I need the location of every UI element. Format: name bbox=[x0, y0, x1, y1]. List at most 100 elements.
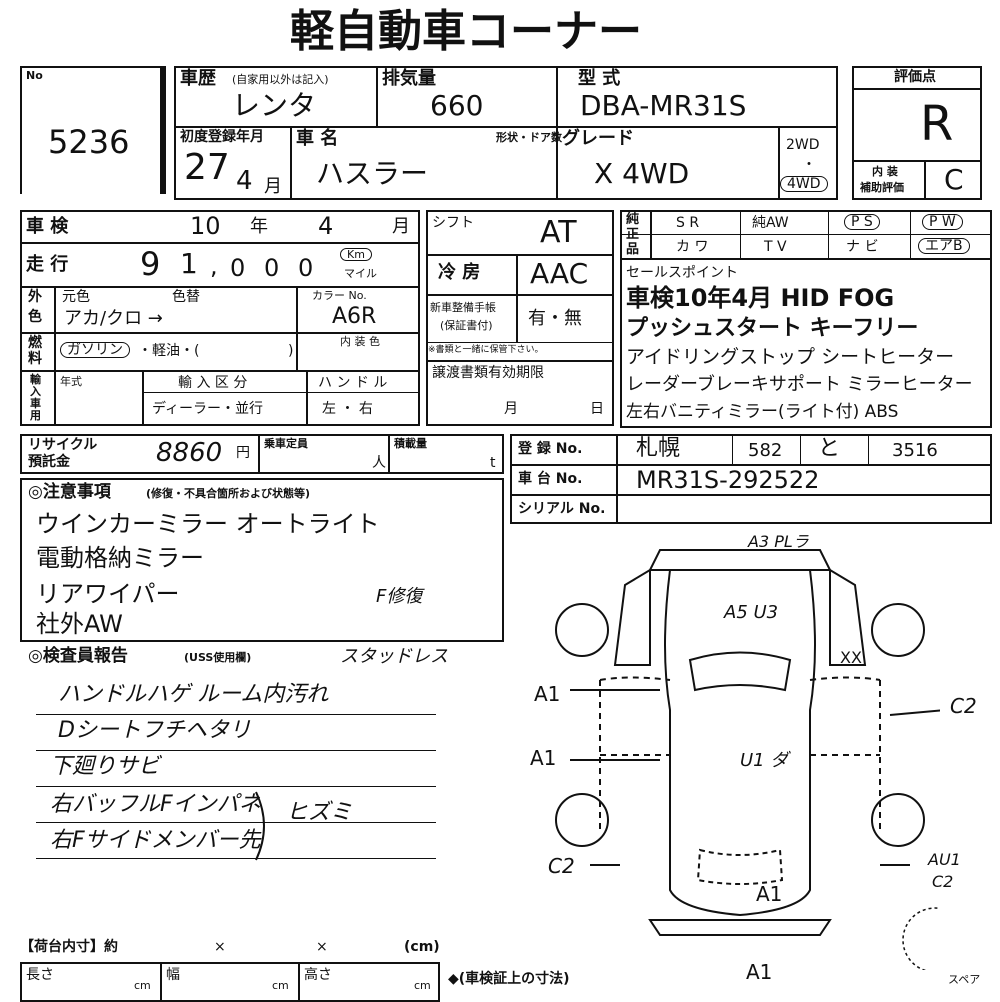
options-label: 純正品 bbox=[626, 212, 640, 257]
recycle-unit: 円 bbox=[236, 445, 250, 461]
import-div-value: ディーラー・並行 bbox=[152, 401, 264, 417]
note-line-3: リアワイパー bbox=[36, 580, 180, 608]
recycle-box bbox=[20, 434, 504, 474]
rating-label: 評価点 bbox=[894, 69, 936, 85]
transfer-day: 日 bbox=[590, 401, 604, 417]
header-grid bbox=[174, 66, 838, 200]
inspector-line-5: 右Fサイドメンバー先 bbox=[50, 828, 261, 853]
transfer-label: 譲渡書類有効期限 bbox=[432, 365, 544, 381]
notes-label: ◎注意事項 bbox=[28, 482, 111, 502]
registration-kana: と bbox=[818, 436, 841, 461]
mileage-unit-mile: マイル bbox=[344, 267, 377, 280]
fuel-label2: 料 bbox=[28, 351, 42, 367]
service-book-value: 有・無 bbox=[528, 308, 582, 329]
import-label1: 輸 bbox=[30, 373, 41, 386]
shift-label: シフト bbox=[432, 215, 474, 231]
rating-box bbox=[852, 66, 982, 200]
diagram-xx: XX bbox=[840, 648, 862, 667]
displacement-value: 660 bbox=[430, 89, 484, 122]
note-line-1: ウインカーミラー オートライト bbox=[36, 510, 380, 538]
cargo-note: ◆(車検証上の寸法) bbox=[448, 971, 570, 987]
inspector-line-1: ハンドルハゲ ルーム内汚れ bbox=[58, 682, 329, 707]
shaken-label: 車 検 bbox=[26, 216, 69, 237]
cargo-height-unit: cm bbox=[414, 979, 431, 992]
interior-label1: 内 装 bbox=[872, 165, 898, 178]
registration-class: 582 bbox=[748, 440, 783, 461]
option-tv: T V bbox=[764, 239, 787, 255]
first-reg-year: 27 bbox=[184, 147, 230, 188]
service-book-note: ※書類と一緒に保管下さい。 bbox=[428, 345, 544, 355]
cargo-height-label: 高さ bbox=[304, 967, 332, 983]
handle-value: 左 ・ 右 bbox=[322, 401, 373, 417]
displacement-label: 排気量 bbox=[382, 68, 436, 89]
service-book-label1: 新車整備手帳 bbox=[430, 301, 496, 314]
inspector-line-2: Dシートフチヘタリ bbox=[58, 718, 251, 743]
capacity-label: 乗車定員 bbox=[264, 437, 308, 450]
sales-point-2: プッシュスタート キーフリー bbox=[626, 316, 919, 341]
recycle-label2: 預託金 bbox=[28, 454, 70, 470]
drive-4wd: 4WD bbox=[780, 176, 828, 192]
recycle-value: 8860 bbox=[156, 438, 223, 468]
interior-value: C bbox=[944, 163, 964, 196]
mileage-digit-2: 1 bbox=[180, 247, 198, 280]
lot-box bbox=[20, 66, 166, 194]
first-reg-label: 初度登録年月 bbox=[180, 129, 264, 145]
serial-label: シリアル No. bbox=[518, 501, 606, 517]
load-label: 積載量 bbox=[394, 437, 427, 450]
interior-label2: 補助評価 bbox=[860, 181, 904, 194]
sales-points-label: セールスポイント bbox=[626, 265, 738, 281]
shaken-year-unit: 年 bbox=[250, 216, 268, 237]
option-leather: カ ワ bbox=[676, 239, 709, 255]
model-value: DBA-MR31S bbox=[580, 89, 747, 122]
mileage-digit-1: 9 bbox=[140, 245, 161, 283]
fuel-gasoline: ガソリン bbox=[60, 342, 130, 358]
registration-number: 3516 bbox=[892, 440, 938, 461]
interior-color-label: 内 装 色 bbox=[340, 335, 380, 348]
import-div-label: 輸 入 区 分 bbox=[178, 375, 248, 391]
diagram-left-3: C2 bbox=[548, 854, 575, 878]
diagram-left-2: A1 bbox=[530, 746, 557, 770]
color-change-label: 色替 bbox=[172, 289, 200, 305]
inspector-label: ◎検査員報告 bbox=[28, 646, 128, 666]
registration-grid bbox=[510, 434, 992, 524]
rating-value: R bbox=[920, 96, 954, 152]
color-code-label: カラー No. bbox=[312, 289, 367, 302]
registration-region: 札幌 bbox=[636, 436, 681, 461]
diagram-right-2b: C2 bbox=[932, 872, 954, 891]
color-code-value: A6R bbox=[332, 304, 377, 329]
option-navi: ナ ビ bbox=[846, 239, 879, 255]
grade-value: X 4WD bbox=[594, 157, 690, 190]
diagram-roof: A5 U3 bbox=[724, 602, 779, 623]
cargo-x2: × bbox=[316, 939, 328, 955]
car-name-value: ハスラー bbox=[316, 157, 429, 190]
middle-grid bbox=[426, 210, 614, 426]
ac-value: AAC bbox=[530, 257, 589, 290]
inspector-line-3: 下廻りサビ bbox=[50, 754, 161, 779]
note-line-4: 社外AW bbox=[36, 610, 123, 638]
diagram-top: A3 PLラ bbox=[748, 532, 809, 551]
diagram-bottom: A1 bbox=[746, 960, 773, 984]
import-label4: 用 bbox=[30, 409, 41, 422]
color-label1: 外 bbox=[28, 289, 42, 305]
options-grid bbox=[620, 210, 992, 260]
option-pw: P W bbox=[922, 214, 963, 230]
cargo-x1: × bbox=[214, 939, 226, 955]
history-label: 車歴 bbox=[180, 68, 216, 89]
shift-value: AT bbox=[540, 215, 577, 250]
diagram-right-1: C2 bbox=[950, 694, 977, 718]
diagram-rear: A1 bbox=[756, 882, 783, 906]
car-name-label: 車 名 bbox=[296, 128, 339, 149]
import-label3: 車 bbox=[30, 397, 41, 410]
cargo-length-unit: cm bbox=[134, 979, 151, 992]
cargo-width-unit: cm bbox=[272, 979, 289, 992]
history-value: レンタ bbox=[232, 89, 317, 122]
option-ps: P S bbox=[844, 214, 880, 230]
cargo-box bbox=[20, 962, 440, 1002]
note-line-2: 電動格納ミラー bbox=[36, 544, 204, 572]
cargo-label: 【荷台内寸】約 bbox=[20, 939, 118, 955]
mileage-digit-4: 0 bbox=[264, 254, 280, 282]
chassis-label: 車 台 No. bbox=[518, 471, 583, 487]
sales-point-1: 車検10年4月 HID FOG bbox=[626, 284, 895, 312]
cargo-width-label: 幅 bbox=[166, 967, 180, 983]
inspector-sub: (USS使用欄) bbox=[184, 651, 252, 664]
